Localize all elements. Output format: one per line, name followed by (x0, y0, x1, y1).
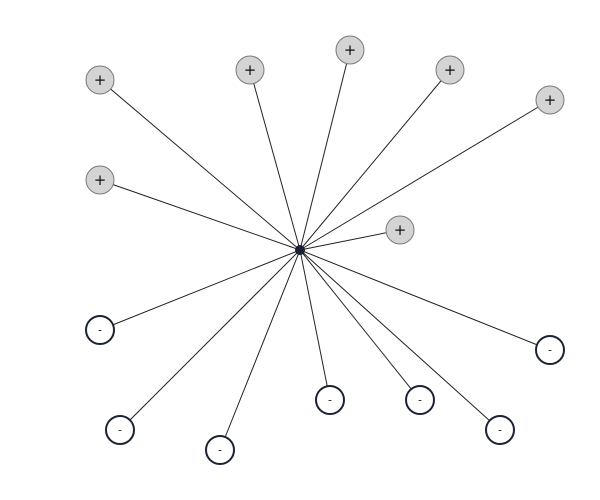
edge-n2 (119, 249, 301, 431)
node-circle (335, 35, 365, 65)
negative-node-n3: - (205, 435, 235, 465)
node-label: + (444, 61, 457, 79)
positive-node-p3: + (335, 35, 365, 65)
node-label: + (544, 91, 557, 109)
edge-p1 (99, 79, 301, 251)
edge-p6 (99, 179, 301, 251)
node-circle (85, 165, 115, 195)
positive-node-p7: + (385, 215, 415, 245)
node-label: - (218, 444, 222, 457)
edge-n6 (299, 249, 501, 431)
negative-node-n5: - (405, 385, 435, 415)
node-circle (105, 415, 135, 445)
node-circle (235, 55, 265, 85)
node-label: + (344, 41, 357, 59)
edge-p4 (299, 69, 451, 251)
node-label: - (498, 424, 502, 437)
edge-p7 (299, 229, 401, 251)
node-circle (485, 415, 515, 445)
edge-p2 (249, 69, 301, 251)
edge-layer (99, 49, 551, 451)
node-label: - (418, 394, 422, 407)
edge-n1 (99, 249, 301, 331)
negative-node-n6: - (485, 415, 515, 445)
node-layer: + + + + + + + - - - - - - - (85, 35, 565, 465)
node-circle (85, 315, 115, 345)
positive-node-p4: + (435, 55, 465, 85)
node-circle (535, 85, 565, 115)
negative-node-n7: - (535, 335, 565, 365)
hub-node (295, 245, 305, 255)
node-circle (205, 435, 235, 465)
edge-n3 (219, 249, 301, 451)
negative-node-n2: - (105, 415, 135, 445)
node-label: - (118, 424, 122, 437)
node-circle (535, 335, 565, 365)
negative-node-n4: - (315, 385, 345, 415)
positive-node-p1: + (85, 65, 115, 95)
edge-p5 (299, 99, 551, 251)
negative-node-n1: - (85, 315, 115, 345)
node-label: + (94, 71, 107, 89)
edge-n7 (299, 249, 551, 351)
edge-n4 (299, 249, 331, 401)
edge-n5 (299, 249, 421, 401)
node-circle (435, 55, 465, 85)
node-label: - (98, 324, 102, 337)
node-circle (85, 65, 115, 95)
node-label: + (394, 221, 407, 239)
node-circle (385, 215, 415, 245)
positive-node-p2: + (235, 55, 265, 85)
node-label: + (94, 171, 107, 189)
node-label: - (548, 344, 552, 357)
edge-p3 (299, 49, 351, 251)
positive-node-p6: + (85, 165, 115, 195)
node-circle (405, 385, 435, 415)
node-label: + (244, 61, 257, 79)
positive-node-p5: + (535, 85, 565, 115)
node-circle (315, 385, 345, 415)
node-label: - (328, 394, 332, 407)
